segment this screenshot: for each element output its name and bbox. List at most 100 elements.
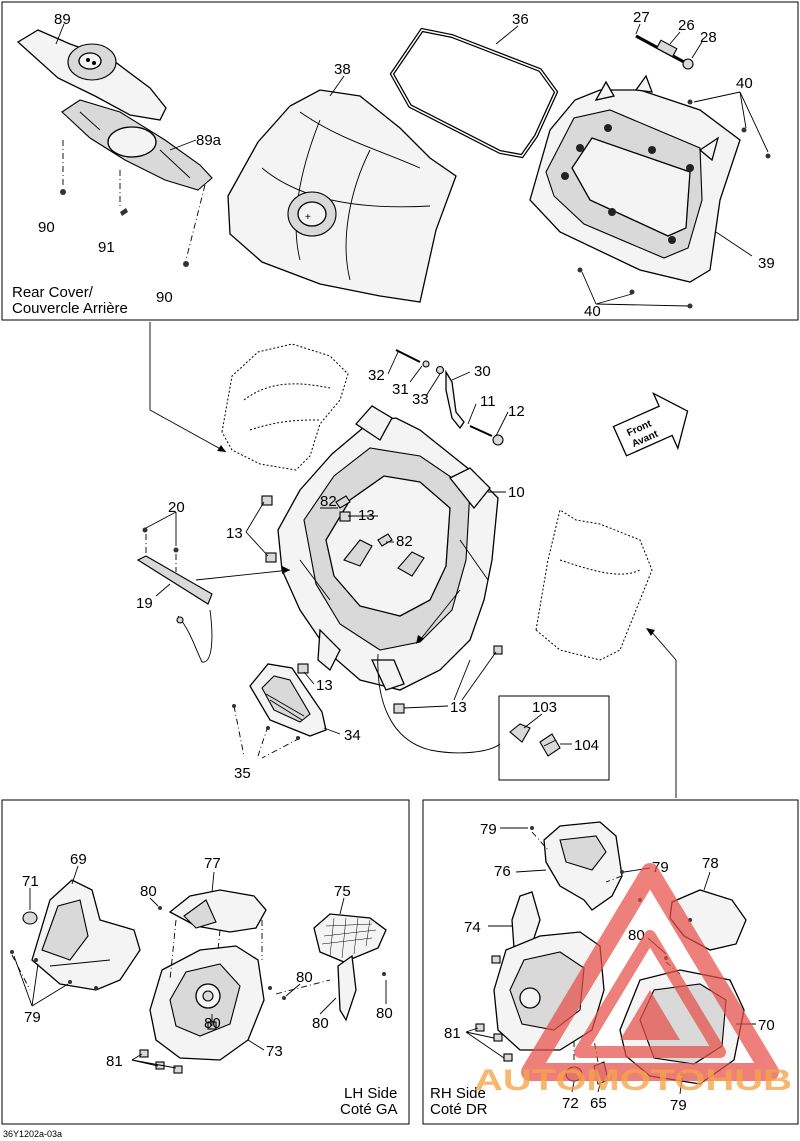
inset-frame: [498, 695, 610, 781]
part-number-80: 80: [376, 1005, 393, 1022]
ghost-side-panel: [535, 509, 653, 661]
part-number-76: 76: [494, 863, 511, 880]
clip-13: [393, 703, 405, 714]
part-number-80: 80: [312, 1015, 329, 1032]
part-number-82: 82: [396, 533, 413, 550]
main-frame-part: [277, 405, 499, 691]
part-number-13: 13: [450, 699, 467, 716]
part-number-40: 40: [736, 75, 753, 92]
part-number-12: 12: [508, 403, 525, 420]
part-number-80: 80: [140, 883, 157, 900]
rh-side-caption-line2: Coté DR: [430, 1101, 488, 1118]
gasket-part: [389, 27, 559, 159]
lh-housing-73: [149, 945, 265, 1061]
part-number-75: 75: [334, 883, 351, 900]
clip-13: [265, 552, 277, 563]
rear-plate-lower-part: [61, 99, 213, 191]
part-number-10: 10: [508, 484, 525, 501]
lh-side-caption-line2: Coté GA: [340, 1101, 398, 1118]
part-number-39: 39: [758, 255, 775, 272]
fastener-90b: [183, 261, 189, 267]
part-number-80: 80: [628, 927, 645, 944]
part-number-104: 104: [574, 737, 599, 754]
part-number-89: 89: [54, 11, 71, 28]
part-number-81: 81: [106, 1053, 123, 1070]
part-number-31: 31: [392, 381, 409, 398]
part-number-34: 34: [344, 727, 361, 744]
part-number-20: 20: [168, 499, 185, 516]
clip-82: [335, 495, 351, 509]
rear-cover-caption-line2: Couvercle Arrière: [12, 300, 128, 317]
ghost-rear-cover: [221, 343, 349, 471]
part-number-71: 71: [22, 873, 39, 890]
rear-cover-caption-line1: Rear Cover/: [12, 284, 94, 301]
part-number-90: 90: [38, 219, 55, 236]
part-number-91: 91: [98, 239, 115, 256]
part-number-79: 79: [670, 1097, 687, 1114]
part-number-13: 13: [226, 525, 243, 542]
part-number-65: 65: [590, 1095, 607, 1112]
adjuster-bolt-part: [635, 34, 694, 70]
watermark-logo: [521, 863, 779, 1081]
grommet-71: [22, 911, 38, 925]
part-number-13: 13: [358, 507, 375, 524]
rear-cover-part: +: [227, 89, 457, 303]
part-number-103: 103: [532, 699, 557, 716]
lh-side-caption-line1: LH Side: [344, 1085, 397, 1102]
drawing-code: 36Y1202a-03a: [3, 1129, 62, 1139]
part-number-27: 27: [633, 9, 650, 26]
part-number-79: 79: [24, 1009, 41, 1026]
part-number-78: 78: [702, 855, 719, 872]
part-number-13: 13: [316, 677, 333, 694]
front-direction-arrow: Front Avant: [612, 392, 689, 457]
inset-clip-104: [539, 733, 561, 757]
part-number-33: 33: [412, 391, 429, 408]
trim-strip-part: [136, 527, 291, 663]
clip-13: [297, 663, 309, 674]
lens-housing-part: [529, 74, 741, 283]
part-number-79: 79: [480, 821, 497, 838]
hinge-bolt-part: [395, 349, 504, 446]
fastener-91: [120, 208, 128, 216]
part-number-90: 90: [156, 289, 173, 306]
rh-panel-76: [543, 821, 623, 911]
part-number-36: 36: [512, 11, 529, 28]
inset-clip-103: [509, 723, 531, 743]
clip-13: [493, 645, 503, 655]
part-number-74: 74: [464, 919, 481, 936]
part-number-30: 30: [474, 363, 491, 380]
lh-panel-69: [31, 879, 141, 991]
rear-cover-frame: [1, 1, 799, 321]
part-number-82: 82: [320, 493, 337, 510]
fastener-90a: [60, 189, 66, 195]
clip-13: [339, 511, 351, 522]
part-number-80: 80: [204, 1015, 221, 1032]
part-number-70: 70: [758, 1017, 775, 1034]
rh-side-frame: [422, 799, 799, 1125]
part-number-38: 38: [334, 61, 351, 78]
part-number-69: 69: [70, 851, 87, 868]
part-number-72: 72: [562, 1095, 579, 1112]
lh-panel-77: [168, 889, 267, 933]
watermark-text: AUTOMOTOHUB: [474, 1064, 792, 1097]
part-number-40: 40: [584, 303, 601, 320]
part-number-81: 81: [444, 1025, 461, 1042]
lh-side-frame: [1, 799, 410, 1125]
clip-82: [377, 533, 393, 547]
bezel-part: [249, 663, 327, 737]
clip-13: [261, 495, 273, 506]
rh-side-caption-line1: RH Side: [430, 1085, 486, 1102]
svg-text:+: +: [305, 212, 311, 223]
part-number-32: 32: [368, 367, 385, 384]
part-number-89a: 89a: [196, 132, 222, 149]
lh-vent-75: [313, 913, 387, 1022]
part-number-35: 35: [234, 765, 251, 782]
rear-plate-part: [16, 29, 167, 121]
part-number-19: 19: [136, 595, 153, 612]
part-number-26: 26: [678, 17, 695, 34]
part-number-80: 80: [296, 969, 313, 986]
part-number-28: 28: [700, 29, 717, 46]
part-number-77: 77: [204, 855, 221, 872]
part-number-11: 11: [480, 393, 496, 410]
